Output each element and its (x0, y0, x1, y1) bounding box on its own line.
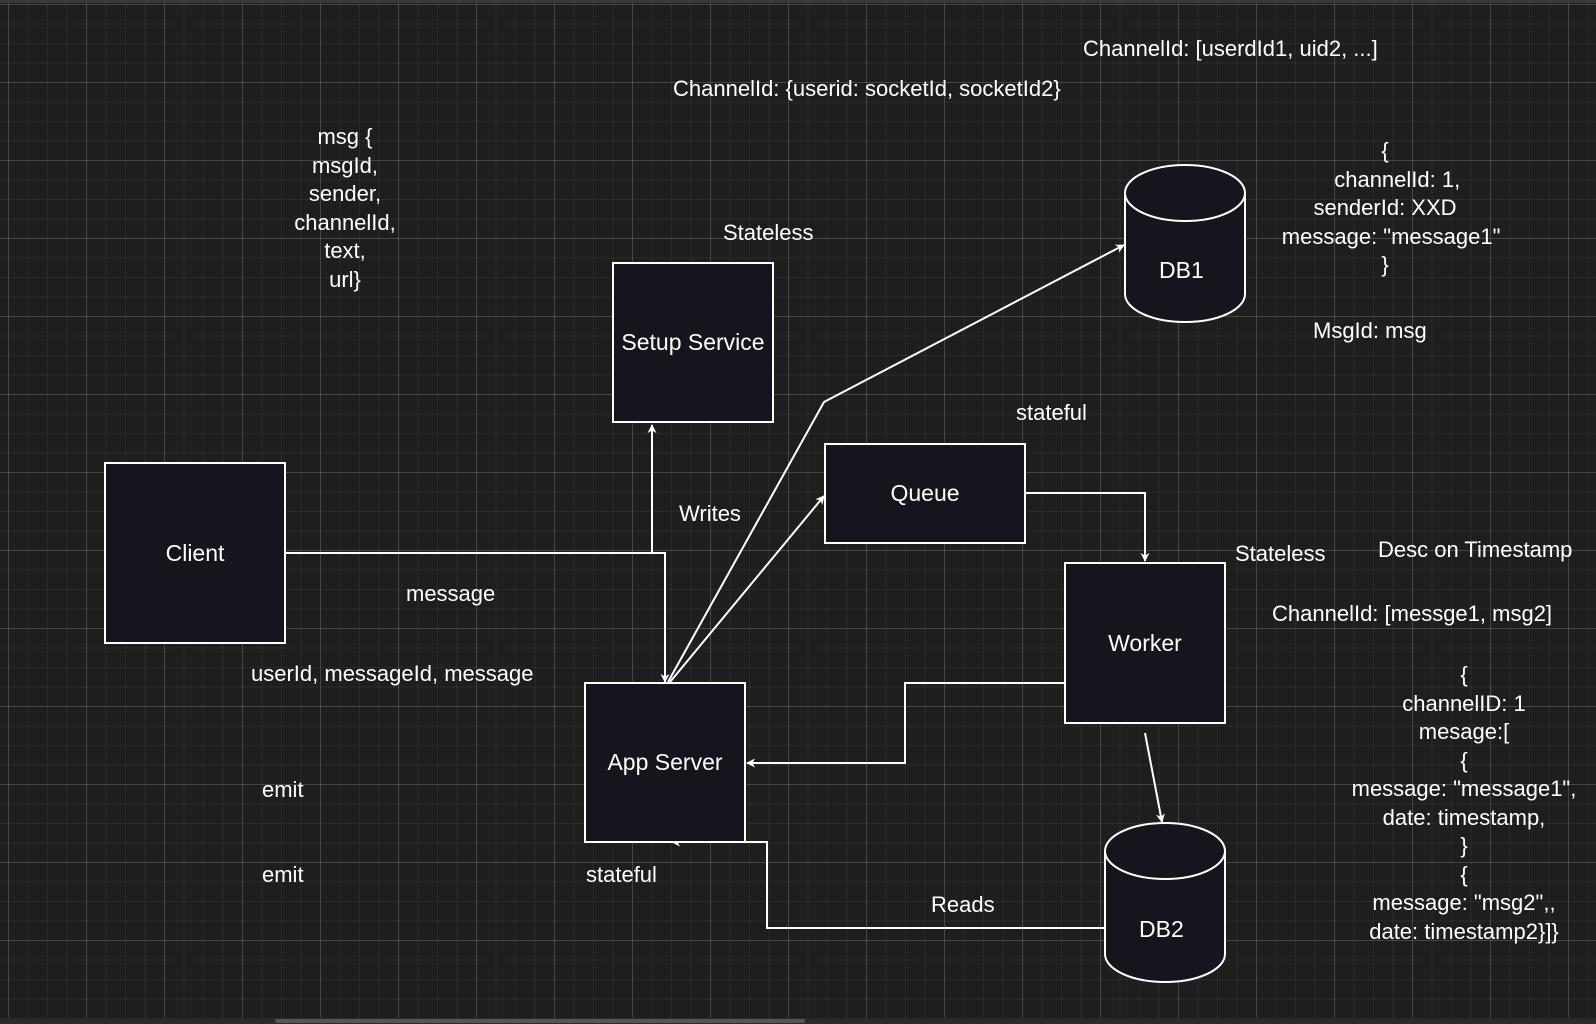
worker-label: Worker (1108, 629, 1182, 656)
message-label: message (406, 581, 496, 606)
msgid-msg-label: MsgId: msg (1313, 318, 1427, 343)
client-label: Client (165, 539, 225, 566)
queue-node[interactable]: Queue (824, 443, 1026, 544)
edge-worker-to-appserver (746, 682, 1064, 768)
db2-cylinder (1104, 822, 1226, 983)
msg-schema-block: msg { msgId, sender, channelId, text, ur… (294, 124, 396, 292)
window-top-edge (0, 0, 1596, 3)
stateless-worker-label: Stateless (1235, 541, 1326, 566)
channel-sockets-label: ChannelId: {userid: socketId, socketId2} (673, 76, 1061, 101)
setup-service-node[interactable]: Setup Service (612, 262, 774, 423)
db1-label: DB1 (1159, 257, 1204, 283)
app-server-label: App Server (607, 749, 723, 775)
db1-cylinder (1124, 164, 1246, 323)
stateful-app-label: stateful (586, 862, 657, 887)
stateless-setup-label: Stateless (723, 220, 814, 245)
emit-label-1: emit (262, 777, 304, 802)
db1-record-block: { channelId: 1, senderId: XXD message: "… (1281, 138, 1501, 277)
writes-label: Writes (679, 501, 741, 526)
emit-label-2: emit (262, 862, 304, 887)
edge-worker-to-db2 (1144, 732, 1165, 823)
stateful-queue-label: stateful (1016, 400, 1087, 425)
userid-messageid-label: userId, messageId, message (251, 661, 534, 686)
worker-node[interactable]: Worker (1064, 562, 1226, 724)
channel-users-label: ChannelId: [userdId1, uid2, ...] (1083, 36, 1378, 61)
edge-db2-to-appserver (671, 837, 1104, 929)
client-node[interactable]: Client (104, 462, 286, 644)
desc-timestamp-label: Desc on Timestamp (1378, 537, 1573, 562)
setup-service-label: Setup Service (621, 329, 765, 355)
db2-record-block: { channelID: 1 mesage:[ { message: "mess… (1351, 662, 1577, 944)
reads-label: Reads (931, 892, 995, 917)
db2-label: DB2 (1139, 916, 1184, 942)
channel-messages-label: ChannelId: [messge1, msg2] (1272, 601, 1553, 626)
edge-appserver-to-queue (669, 495, 825, 683)
scrollbar-thumb[interactable] (275, 1019, 805, 1023)
edge-queue-to-worker (1025, 492, 1150, 562)
queue-label: Queue (890, 480, 960, 506)
edge-appserver-to-db1 (667, 244, 1125, 683)
app-server-node[interactable]: App Server (584, 682, 746, 843)
edge-client-to-appserver (285, 552, 670, 683)
